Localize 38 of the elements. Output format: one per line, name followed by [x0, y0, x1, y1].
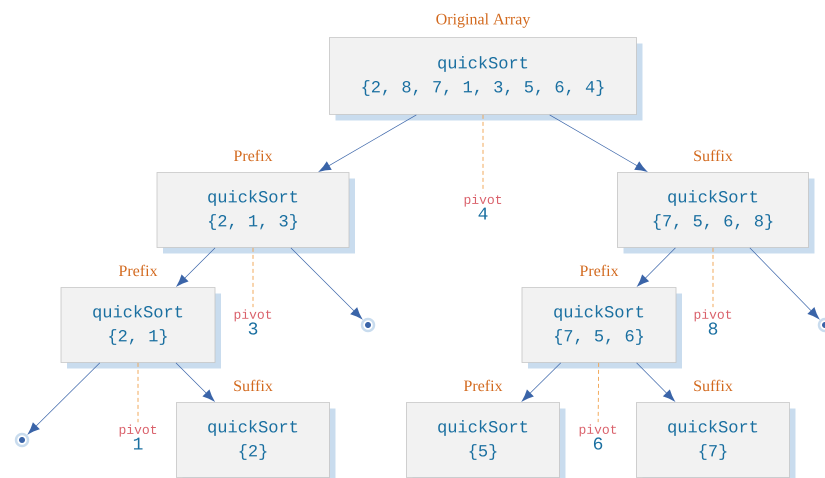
arrow	[176, 248, 216, 286]
heading: Prefix	[464, 380, 502, 392]
process-box: quickSort {7}	[636, 402, 796, 478]
heading: Suffix	[234, 380, 273, 392]
heading: Original Array	[436, 13, 530, 28]
arrow	[549, 114, 648, 172]
process-box: quickSort {2, 8, 7, 1, 3, 5, 6, 4}	[329, 37, 642, 120]
process-box: quickSort {5}	[406, 402, 566, 478]
process-box: quickSort {7, 5, 6, 8}	[617, 172, 814, 254]
arrow	[637, 248, 676, 286]
end-marker	[818, 318, 825, 332]
heading: Prefix	[580, 264, 618, 276]
process-box: quickSort {2, 1}	[60, 287, 221, 368]
heading: Suffix	[694, 150, 733, 162]
arrow	[176, 362, 215, 402]
connector-line	[252, 247, 254, 308]
heading: Prefix	[234, 150, 272, 162]
pivot-label: pivot 3	[234, 309, 272, 335]
pivot-label: pivot 8	[694, 309, 732, 335]
heading: Prefix	[118, 264, 158, 276]
arrow	[28, 362, 100, 434]
connector-line	[598, 362, 600, 423]
heading: Suffix	[694, 380, 733, 392]
arrow	[522, 362, 562, 402]
end-marker	[360, 318, 376, 332]
process-box: quickSort {2}	[176, 402, 336, 478]
end-marker	[14, 432, 30, 448]
arrow	[636, 362, 675, 402]
connector-line	[482, 114, 484, 193]
pivot-label: pivot 6	[580, 424, 616, 450]
process-box: quickSort {2, 1, 3}	[156, 172, 355, 254]
pivot-label: pivot 4	[464, 194, 502, 220]
arrow	[318, 114, 417, 172]
arrow	[750, 248, 820, 320]
arrow	[290, 248, 362, 320]
process-box: quickSort {7, 5, 6}	[522, 287, 682, 368]
pivot-label: pivot 1	[120, 424, 156, 450]
connector-line	[712, 247, 714, 308]
